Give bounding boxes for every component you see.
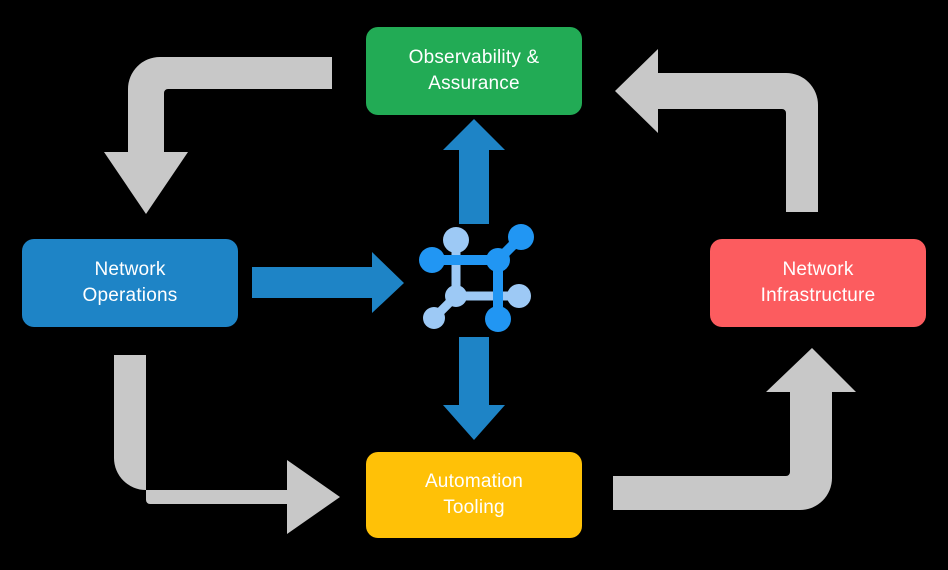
connector-operations-to-automation [114, 355, 340, 534]
connector-observability-to-operations [104, 57, 332, 214]
node-automation-tooling[interactable]: Automation Tooling [366, 452, 582, 538]
node-network-operations[interactable]: Network Operations [22, 239, 238, 327]
connector-center-to-automation [443, 337, 505, 440]
node-observability-assurance[interactable]: Observability & Assurance [366, 27, 582, 115]
node-label-automation-tooling: Automation Tooling [424, 471, 524, 518]
connector-infrastructure-to-observability [615, 49, 818, 212]
network-icon-dark-nodes [419, 224, 534, 332]
node-label-observability: Observability & Assurance [408, 47, 540, 94]
node-network-infrastructure[interactable]: Network Infrastructure [710, 239, 926, 327]
connector-center-to-observability [443, 119, 505, 224]
connector-operations-to-center [252, 252, 404, 313]
network-icon-light-nodes [423, 227, 531, 329]
node-label-network-infrastructure: Network Infrastructure [760, 259, 876, 306]
network-topology-icon [419, 224, 534, 332]
node-label-network-operations: Network Operations [82, 259, 178, 306]
connector-automation-to-infrastructure [613, 348, 856, 510]
